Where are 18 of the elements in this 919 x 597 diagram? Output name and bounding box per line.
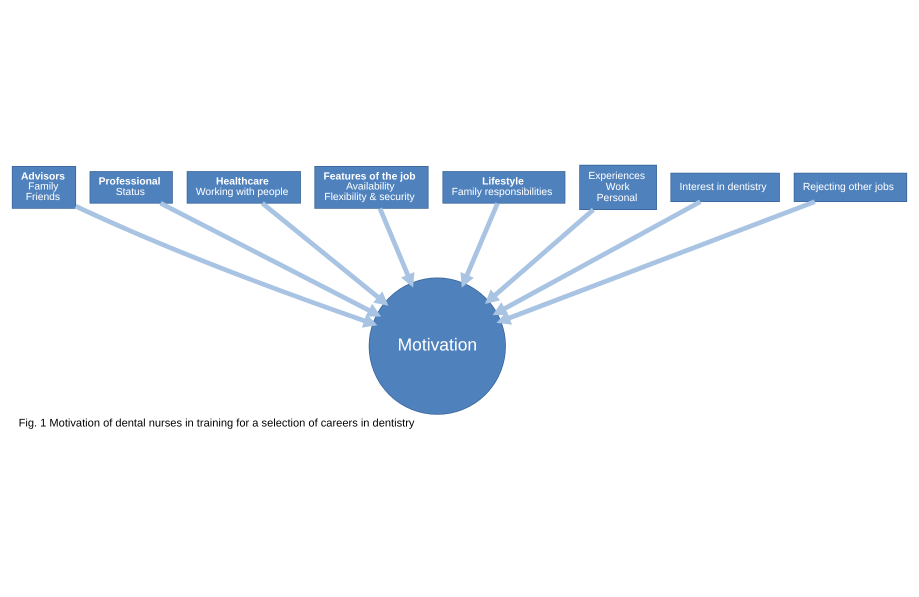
arrow [492,199,702,315]
arrow [496,198,816,324]
arrow [74,204,378,328]
arrow [378,206,414,288]
node-box: Professional Status [90,170,173,204]
node-box: Lifestyle Family responsibilities [442,170,566,204]
node-box: Features of the job Availability Flexibility & security [314,165,429,208]
arrow [460,202,500,288]
node-box: Healthcare Working with people [186,170,301,204]
node-box: Rejecting other jobs [794,172,908,202]
node-circle: Motivation [368,277,506,414]
arrow [159,200,382,316]
node-box: Experiences Work Personal [579,164,657,210]
node-box: Interest in dentistry [670,172,780,202]
caption: Fig. 1 Motivation of dental nurses in training for a selection of careers in dentistry [18,417,414,430]
arrow [260,200,388,306]
node-box: Advisors Family Friends [12,165,76,208]
arrow [484,207,595,304]
